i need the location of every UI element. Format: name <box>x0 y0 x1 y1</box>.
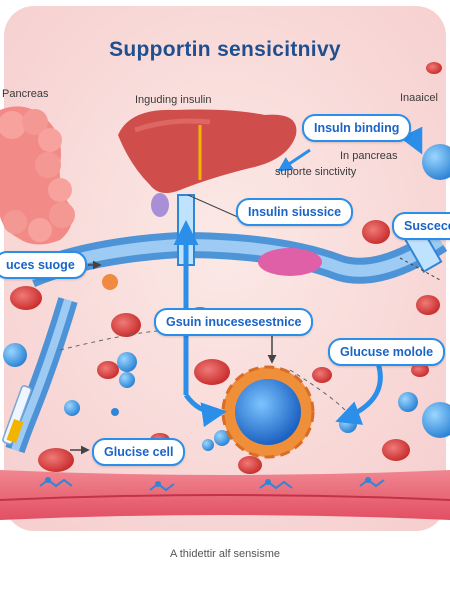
pill-uces-suoge: uces suoge <box>0 251 87 279</box>
label-inaaicel: Inaaicel <box>400 92 438 104</box>
pill-glucuse-molole: Glucuse molole <box>328 338 446 366</box>
pill-glucise-cell: Glucise cell <box>92 438 186 466</box>
target-cell <box>221 365 315 459</box>
pill-insulin-binding: Insuln binding <box>302 114 412 142</box>
liver-illustration <box>118 109 297 217</box>
pancreas-illustration <box>0 106 75 245</box>
glucose-molecules <box>3 144 450 451</box>
footer-caption: A thidettir alf sensisme <box>169 548 281 560</box>
pill-gsuin-inucesesestnice: Gsuin inucesesestnice <box>154 308 314 336</box>
pill-insulin-siussice: Insulin siussice <box>236 198 354 226</box>
syringe-illustration <box>2 385 32 445</box>
diagram-title: Supportin sensicitnivy <box>109 38 341 61</box>
label-inguding-insulin: Inguding insulin <box>135 94 212 106</box>
cell-membrane <box>0 470 450 520</box>
label-pancreas: Pancreas <box>2 88 49 100</box>
label-suporte-sinctivity: suporte sinctivity <box>275 166 357 178</box>
pill-suscece: Suscece <box>392 212 450 240</box>
label-in-pancreas: In pancreas <box>340 150 398 162</box>
